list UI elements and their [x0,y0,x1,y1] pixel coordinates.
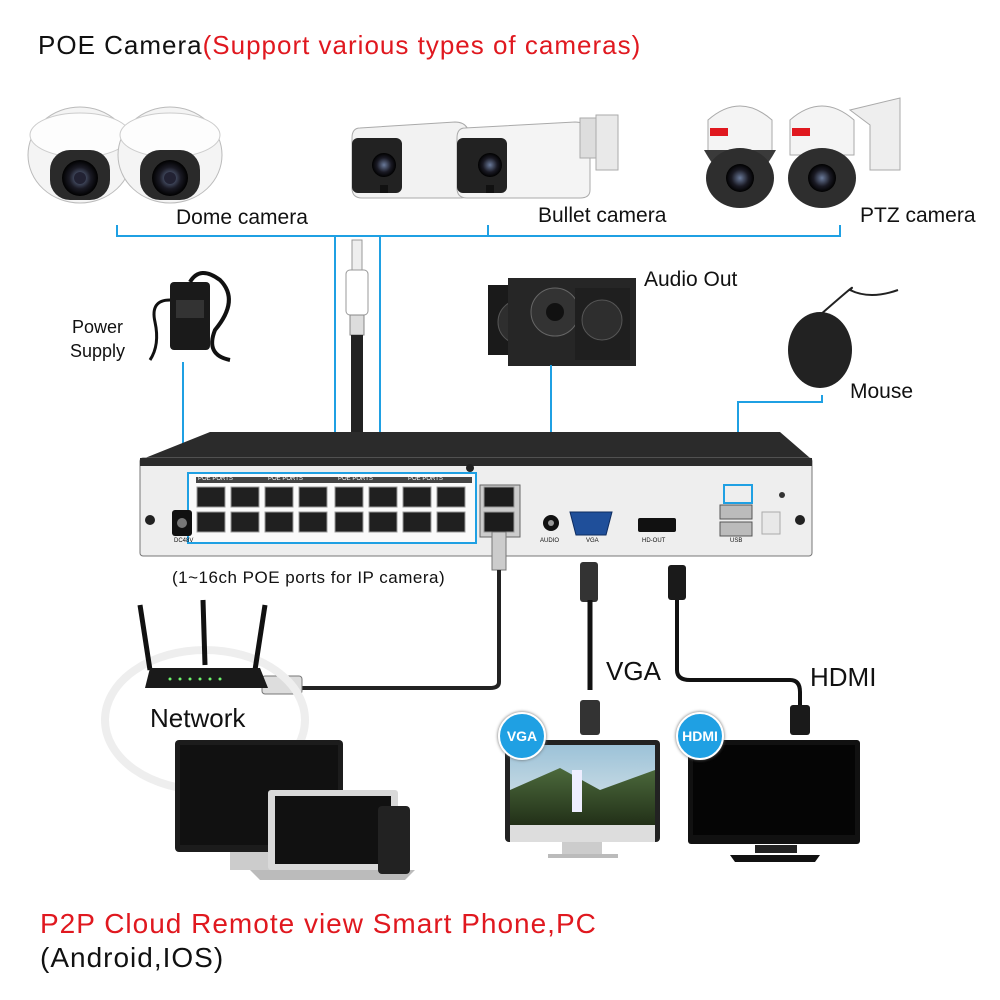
speakers [488,278,636,512]
network-label: Network [150,703,246,733]
usb-port-label: USB [730,538,743,544]
ptz-camera-label: PTZ camera [860,204,976,227]
power-label-line2: Supply [70,341,126,361]
pc-devices [175,740,415,880]
dome-camera-label: Dome camera [176,206,308,229]
vga-port-label: VGA [586,538,599,544]
poe-ports-caption: (1~16ch POE ports for IP camera) [172,568,446,587]
poe-group-label-3: POE PORTS [338,476,373,482]
poe-group-label-2: POE PORTS [268,476,303,482]
hdmi-port-label: HD-OUT [642,538,666,544]
hdmi-cable [668,565,810,735]
audio-port-label: AUDIO [540,538,560,544]
dome-camera-1 [27,106,133,204]
bullet-camera-label: Bullet camera [538,204,667,227]
page-title: POE Camera(Support various types of came… [38,30,641,61]
mouse-label: Mouse [850,380,914,403]
hdmi-output-label: HDMI [810,662,877,692]
footer-remote-view: P2P Cloud Remote view Smart Phone,PC [40,908,597,939]
hdmi-badge: HDMI [676,712,724,760]
hdmi-monitor [688,740,860,862]
dome-camera-2 [117,106,223,204]
title-main: POE Camera [38,30,203,60]
audio-out-label: Audio Out [644,268,738,291]
ptz-camera-1 [704,105,776,208]
power-supply-label: Power Supply [70,315,125,363]
vga-cable [580,562,600,735]
bullet-camera-2 [456,114,619,199]
title-highlight: (Support various types of cameras) [202,30,642,60]
power-label-line1: Power [72,317,124,337]
bullet-camera-1 [351,121,471,199]
vga-badge: VGA [498,712,546,760]
poe-group-label-1: POE PORTS [198,476,233,482]
poe-group-label-4: POE PORTS [408,476,443,482]
dc-port-label: DC48V [174,538,194,544]
ptz-camera-2 [788,97,901,208]
footer-platforms: (Android,IOS) [40,942,225,973]
vga-output-label: VGA [606,656,661,686]
poe-port-grid [196,486,515,533]
vga-monitor [505,740,660,858]
network-cable [261,531,507,695]
